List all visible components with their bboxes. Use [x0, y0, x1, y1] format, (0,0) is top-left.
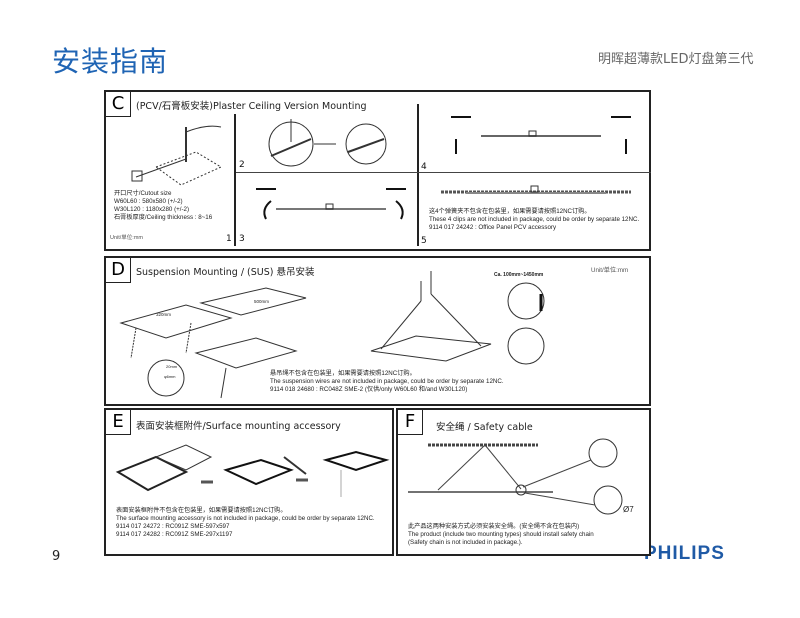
accessory-note-en: The surface mounting accessory is not in… — [116, 515, 375, 522]
suspended-panel-illustration — [370, 271, 545, 365]
section-d-suspension: D Suspension Mounting / (SUS) 悬吊安装 Unit/… — [104, 256, 651, 406]
wires-note-cn: 悬吊绳不包含在包装里，如果需要请按照12NC订购。 — [270, 370, 416, 377]
clip-detail-illustration — [268, 119, 387, 167]
accessory-part-297: 9114 017 24282 : RC091Z SME-297x1197 — [116, 531, 233, 538]
divider — [236, 172, 651, 173]
clips-part-number: 9114 017 24242 : Office Panel PCV access… — [429, 224, 557, 231]
section-title: Suspension Mounting / (SUS) 悬吊安装 — [136, 267, 315, 278]
suspension-range: Ca. 100mm~1450mm — [494, 272, 544, 278]
step-4: 4 — [421, 162, 427, 172]
section-title: (PCV/石膏板安装)Plaster Ceiling Version Mount… — [136, 101, 367, 112]
section-letter: F — [398, 410, 423, 435]
page-number: 9 — [52, 549, 61, 564]
unit-label: Unit/单位:mm — [110, 235, 144, 241]
diameter-label: Ø7 — [623, 505, 634, 514]
safety-note-en: The product (include two mounting types)… — [408, 531, 594, 538]
section-title: 安全绳 / Safety cable — [436, 422, 533, 433]
product-name: 明晖超薄款LED灯盘第三代 — [598, 52, 754, 67]
step-5: 5 — [421, 236, 427, 246]
dimension-500mm: 500mm — [254, 299, 270, 304]
wires-part-number: 9114 018 24680 : RC048Z SME-2 (仅供/only W… — [270, 386, 468, 393]
section-e-surface-mounting: E 表面安装框附件/Surface mounting accessory 表面安… — [104, 408, 394, 556]
detail-20mm: 20mm — [166, 364, 178, 369]
unit-label: Unit/单位:mm — [591, 267, 629, 274]
safety-note-en-2: (Safety chain is not included in package… — [408, 539, 523, 546]
cutout-size-w60l60: W60L60 : 580x580 (+/-2) — [114, 198, 183, 205]
dimension-320mm: 320mm — [156, 312, 172, 317]
clips-note-en: These 4 clips are not included in packag… — [429, 216, 640, 223]
philips-logo: PHILIPS — [644, 543, 725, 564]
section-f-safety-cable: F 安全绳 / Safety cable Ø7 此产品这两种安装方式必须安装安全… — [396, 408, 651, 556]
safety-cable-illustration — [408, 438, 623, 515]
accessory-part-597: 9114 017 24272 : RC091Z SME-597x597 — [116, 523, 230, 530]
section-letter: E — [106, 410, 131, 435]
ceiling-thickness: 石膏板厚度/Ceiling thickness : 8~16 — [114, 214, 213, 221]
surface-frame-illustration — [115, 444, 390, 497]
step-3: 3 — [239, 234, 245, 244]
section-title: 表面安装框附件/Surface mounting accessory — [136, 421, 341, 432]
step-1: 1 — [226, 234, 232, 244]
spring-clip-illustration — [451, 116, 631, 154]
divider — [234, 114, 236, 246]
cutout-illustration — [131, 125, 223, 186]
step-2: 2 — [239, 160, 245, 170]
insert-panel-illustration — [256, 188, 406, 220]
section-letter: C — [106, 92, 131, 117]
wires-note-en: The suspension wires are not included in… — [270, 378, 504, 385]
detail-6mm: φ6mm — [164, 374, 176, 379]
installed-panel-illustration — [441, 185, 631, 194]
cutout-size-w30l120: W30L120 : 1180x280 (+/-2) — [114, 206, 190, 213]
divider — [417, 104, 419, 246]
section-c-plaster-ceiling: C (PCV/石膏板安装)Plaster Ceiling Version Mou… — [104, 90, 651, 251]
clips-note-cn: 这4个弹簧夹不包含在包装里，如果需要请按照12NC订购。 — [429, 208, 591, 215]
section-letter: D — [106, 258, 131, 283]
page-title: 安装指南 — [52, 45, 169, 78]
suspension-steps-illustration — [119, 287, 307, 399]
accessory-note-cn: 表面安装框附件不包含在包装里，如果需要请按照12NC订购。 — [116, 507, 287, 514]
cutout-size-label: 开口尺寸/Cutout size — [114, 190, 172, 197]
safety-note-cn: 此产品这两种安装方式必须安装安全绳。(安全绳不含在包装内) — [408, 523, 580, 530]
